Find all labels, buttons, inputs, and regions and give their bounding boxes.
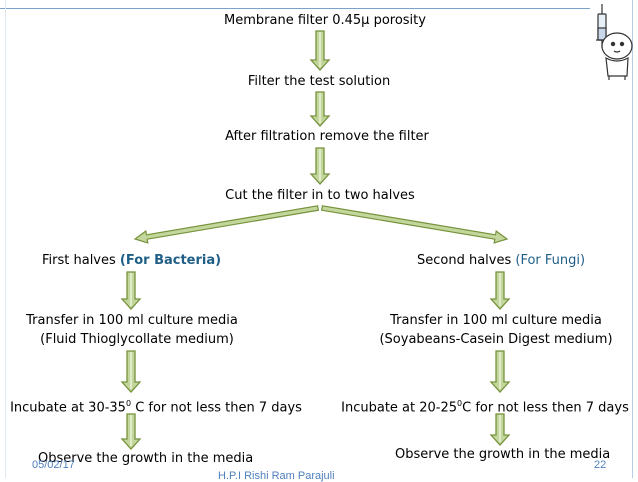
step-remove-filter: After filtration remove the filter (225, 129, 429, 144)
arrow-left-transfer-to-incubate (120, 350, 142, 393)
right-incubate-post: C for not less then 7 days (462, 400, 629, 416)
step-cut-filter: Cut the filter in to two halves (225, 188, 415, 203)
left-observe: Observe the growth in the media (38, 451, 254, 466)
arrow-step2-to-step3 (309, 91, 331, 127)
arrow-branch-left (133, 205, 320, 244)
arrow-right-incubate-to-observe (489, 413, 511, 446)
right-title-prefix: Second halves (417, 253, 516, 268)
footer-page-number: 22 (594, 459, 607, 471)
left-incubate: Incubate at 30-350 C for not less then 7… (10, 396, 302, 416)
left-incubate-post: C for not less then 7 days (131, 400, 302, 416)
footer-author: H.P.I Rishi Ram Parajuli (218, 470, 335, 482)
left-incubate-pre: Incubate at 30-35 (10, 400, 126, 416)
top-rule (0, 8, 590, 9)
left-incubate-sup: 0 (125, 399, 132, 408)
left-title-prefix: First halves (42, 253, 120, 268)
footer-date: 05/02/17 (32, 459, 75, 471)
right-rule (632, 0, 633, 478)
arrow-right-title-to-transfer (489, 271, 511, 310)
arrow-step3-to-step4 (309, 147, 331, 185)
right-incubate-pre: Incubate at 20-25 (341, 400, 458, 416)
left-transfer-line2: (Fluid Thioglycollate medium) (40, 332, 234, 347)
arrow-left-incubate-to-observe (120, 413, 142, 450)
syringe-mascot-icon (596, 4, 633, 80)
left-title-highlight: (For Bacteria) (119, 253, 222, 268)
right-title-highlight: (For Fungi) (515, 253, 586, 268)
arrow-left-title-to-transfer (120, 271, 142, 310)
right-incubate: Incubate at 20-250C for not less then 7 … (341, 396, 629, 416)
left-rule (5, 0, 6, 478)
right-branch-title: Second halves (For Fungi) (417, 253, 585, 269)
left-transfer-line1: Transfer in 100 ml culture media (26, 313, 238, 328)
right-transfer-line2: (Soyabeans-Casein Digest medium) (379, 332, 613, 347)
right-observe: Observe the growth in the media (395, 447, 611, 462)
left-branch-title: First halves (For Bacteria) (42, 253, 221, 269)
step-filter-solution: Filter the test solution (247, 74, 391, 89)
arrow-step1-to-step2 (309, 30, 331, 71)
step-membrane-filter: Membrane filter 0.45µ porosity (224, 13, 426, 28)
right-transfer-line1: Transfer in 100 ml culture media (390, 313, 602, 328)
arrow-right-transfer-to-incubate (489, 350, 511, 393)
arrow-branch-right (320, 205, 509, 244)
right-incubate-sup: 0 (457, 399, 463, 408)
